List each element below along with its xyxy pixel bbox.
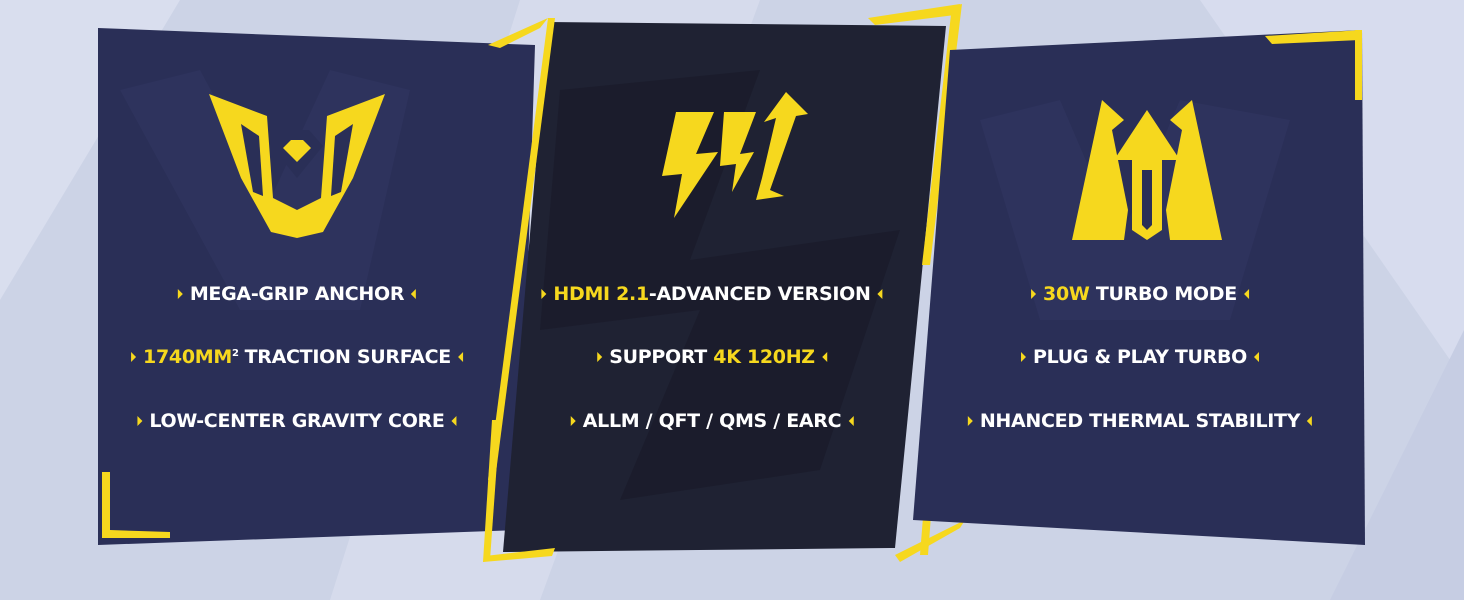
feature-text: PLUG & PLAY TURBO (1032, 346, 1248, 368)
arrow-left-icon (451, 416, 457, 426)
arrow-left-icon (848, 416, 854, 426)
feature-highlight: HDMI 2.1 (553, 283, 649, 305)
arrow-right-icon (541, 289, 547, 299)
feature-text: MEGA-GRIP ANCHOR (189, 283, 405, 305)
arrow-left-icon (1243, 289, 1249, 299)
shield-emblem-icon (209, 94, 385, 238)
arrow-left-icon (877, 289, 883, 299)
feature-4k-support: SUPPORT 4K 120HZ (597, 346, 827, 368)
feature-text: ALLM / QFT / QMS / EARC (582, 410, 842, 432)
feature-plug-play: PLUG & PLAY TURBO (1020, 346, 1260, 368)
feature-traction-surface: 1740MM 2 TRACTION SURFACE (131, 346, 463, 368)
arrow-left-icon (1254, 352, 1260, 362)
arrow-right-icon (177, 289, 183, 299)
arrow-left-icon (411, 289, 417, 299)
arrow-right-icon (1020, 352, 1026, 362)
turbo-arrows-icon (1072, 100, 1222, 240)
arrow-right-icon (131, 352, 137, 362)
feature-highlight: 4K 120HZ (713, 346, 815, 368)
arrow-right-icon (967, 416, 973, 426)
feature-prefix: SUPPORT (609, 346, 714, 368)
arrow-left-icon (821, 352, 827, 362)
arrow-right-icon (570, 416, 576, 426)
arrow-right-icon (597, 352, 603, 362)
feature-highlight: 30W (1043, 283, 1090, 305)
feature-highlight: 1740MM (143, 346, 232, 368)
arrow-right-icon (137, 416, 143, 426)
arrow-left-icon (1307, 416, 1313, 426)
feature-text: TURBO MODE (1089, 283, 1237, 305)
feature-turbo-mode: 30W TURBO MODE (1031, 283, 1249, 305)
feature-text: LOW-CENTER GRAVITY CORE (149, 410, 445, 432)
feature-mega-grip: MEGA-GRIP ANCHOR (177, 283, 417, 305)
lightning-arrow-icon (662, 92, 808, 218)
feature-text: NHANCED THERMAL STABILITY (979, 410, 1301, 432)
feature-thermal-stability: NHANCED THERMAL STABILITY (967, 410, 1313, 432)
arrow-left-icon (457, 352, 463, 362)
feature-gravity-core: LOW-CENTER GRAVITY CORE (137, 410, 457, 432)
feature-superscript: 2 (231, 347, 239, 359)
feature-allm: ALLM / QFT / QMS / EARC (570, 410, 854, 432)
feature-text: TRACTION SURFACE (244, 346, 452, 368)
arrow-right-icon (1031, 289, 1037, 299)
feature-hdmi: HDMI 2.1 -ADVANCED VERSION (541, 283, 883, 305)
feature-text: -ADVANCED VERSION (648, 283, 871, 305)
